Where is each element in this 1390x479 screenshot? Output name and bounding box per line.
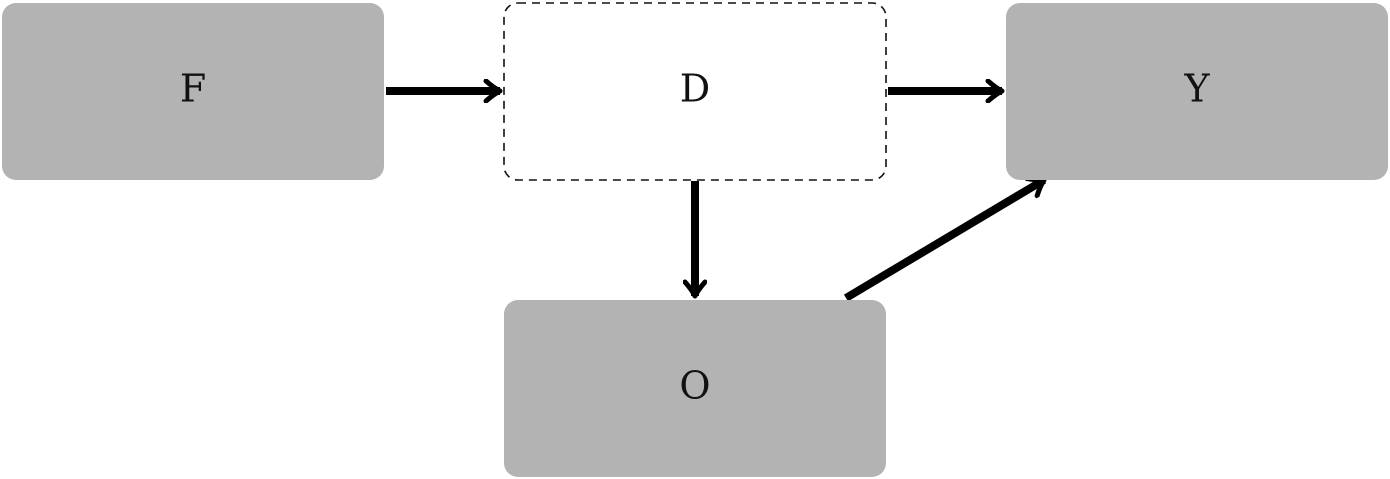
node-d: D xyxy=(503,2,887,181)
edges xyxy=(386,91,1044,302)
node-d-box xyxy=(503,2,887,181)
node-o: O xyxy=(504,300,886,477)
node-f: F xyxy=(2,3,384,180)
node-y: Y xyxy=(1006,3,1388,180)
node-o-label: O xyxy=(679,364,710,408)
node-d-label: D xyxy=(680,67,710,111)
node-y-box xyxy=(1006,3,1388,180)
node-y-label: Y xyxy=(1183,67,1210,111)
edge-o-to-y xyxy=(843,180,1044,302)
node-o-box xyxy=(504,300,886,477)
node-f-box xyxy=(2,3,384,180)
node-f-label: F xyxy=(180,67,206,111)
